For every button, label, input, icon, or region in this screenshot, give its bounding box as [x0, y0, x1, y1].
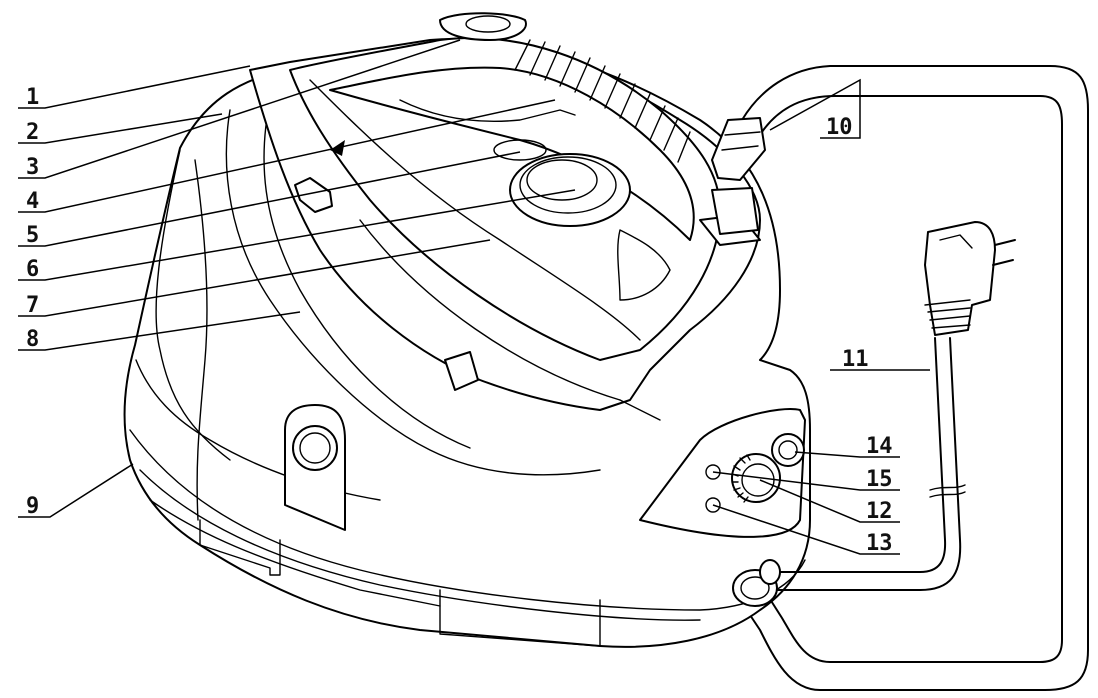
steam-hose [739, 65, 1089, 691]
callout-7: 7 [26, 293, 39, 318]
callout-5: 5 [26, 223, 39, 248]
callout-15: 15 [866, 467, 893, 492]
power-cord [732, 221, 1016, 607]
callout-13: 13 [866, 531, 893, 556]
callout-labels: 1 2 3 4 5 6 7 8 9 10 11 12 13 14 15 [26, 85, 893, 556]
callout-6: 6 [26, 257, 39, 282]
callout-8: 8 [26, 327, 39, 352]
callout-3: 3 [26, 155, 39, 180]
callout-11: 11 [842, 347, 869, 372]
hose-connector [711, 117, 766, 235]
callout-2: 2 [26, 120, 39, 145]
iron [249, 12, 761, 421]
callout-4: 4 [26, 189, 39, 214]
callout-10: 10 [826, 115, 853, 140]
callout-14: 14 [866, 434, 893, 459]
callout-12: 12 [866, 499, 893, 524]
leader-lines [18, 39, 930, 555]
callout-9: 9 [26, 494, 39, 519]
callout-1: 1 [26, 85, 39, 110]
